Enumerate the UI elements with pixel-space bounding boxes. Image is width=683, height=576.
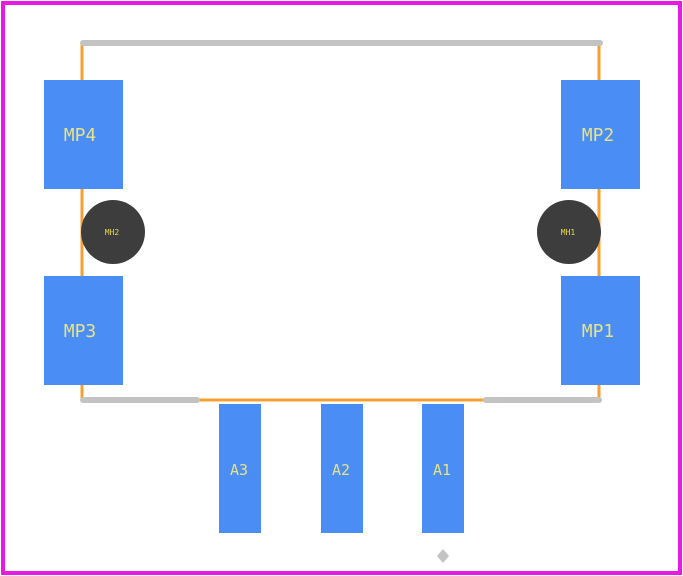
pad-a2[interactable]: A2	[321, 404, 363, 533]
pad-mp4-label: MP4	[64, 125, 97, 146]
pad-mp2-shape	[561, 80, 640, 189]
hole-mh1-shape	[537, 200, 601, 264]
pad-mp1-label: MP1	[582, 321, 615, 342]
hole-mh1-label: MH1	[561, 228, 576, 237]
pad-a3[interactable]: A3	[219, 404, 261, 533]
pad-mp2[interactable]: MP2	[561, 80, 640, 189]
hole-mh2-shape	[81, 200, 145, 264]
pad-mp1[interactable]: MP1	[561, 276, 640, 385]
pad-mp4-shape	[44, 80, 123, 189]
pad-mp4[interactable]: MP4	[44, 80, 123, 189]
origin-marker-icon	[437, 549, 449, 563]
hole-mh1[interactable]: MH1	[537, 200, 601, 264]
pad-a3-label: A3	[230, 461, 248, 479]
hole-mh2-label: MH2	[105, 228, 120, 237]
hole-mh2[interactable]: MH2	[81, 200, 145, 264]
pad-a2-label: A2	[332, 461, 350, 479]
pad-a1[interactable]: A1	[422, 404, 464, 533]
pad-mp1-shape	[561, 276, 640, 385]
pad-mp3[interactable]: MP3	[44, 276, 123, 385]
pad-a2-shape	[321, 404, 363, 533]
pad-mp2-label: MP2	[582, 125, 615, 146]
pad-a1-label: A1	[433, 461, 451, 479]
pad-a3-shape	[219, 404, 261, 533]
pad-mp3-label: MP3	[64, 321, 97, 342]
pad-mp3-shape	[44, 276, 123, 385]
pad-a1-shape	[422, 404, 464, 533]
